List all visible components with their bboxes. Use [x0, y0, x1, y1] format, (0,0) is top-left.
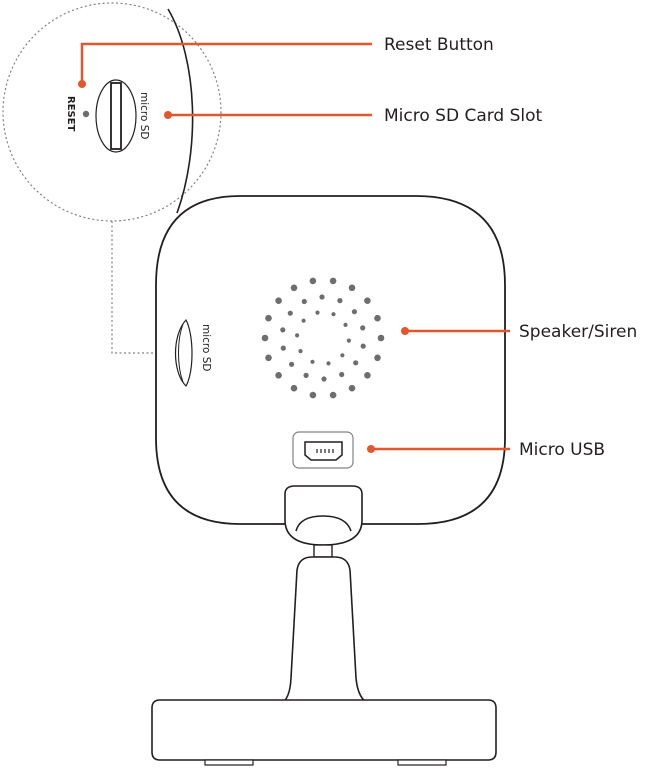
label-speaker-siren: Speaker/Siren: [519, 322, 637, 342]
body-sd-slot: [175, 318, 193, 387]
body-sd-slot-inner: [178, 323, 184, 383]
callout-reset-button: [78, 42, 372, 88]
label-reset-button: Reset Button: [384, 35, 494, 55]
callout-micro-usb: [367, 445, 510, 453]
speaker-hole: [290, 384, 298, 392]
zoom-micro-sd-label: micro SD: [138, 92, 150, 140]
speaker-hole: [348, 284, 356, 292]
micro-usb-port: [304, 441, 343, 461]
speaker-hole: [295, 333, 300, 338]
zoom-connector-line: [111, 221, 164, 354]
speaker-hole: [275, 372, 282, 379]
speaker-hole: [374, 314, 381, 322]
speaker-hole: [331, 312, 336, 317]
hinge-ring: [295, 515, 352, 532]
speaker-hole: [265, 354, 272, 362]
speaker-hole: [337, 298, 343, 304]
callout-sd-card-slot: [164, 111, 372, 119]
speaker-hole: [353, 360, 359, 366]
speaker-hole: [301, 318, 306, 323]
callout-speaker-siren: [401, 327, 510, 335]
speaker-hole: [360, 325, 366, 331]
speaker-hole: [309, 277, 317, 285]
neck: [313, 544, 333, 558]
speaker-hole: [360, 343, 366, 349]
speaker-hole: [261, 334, 269, 342]
speaker-hole: [275, 297, 282, 305]
speaker-hole: [280, 345, 286, 351]
speaker-hole: [364, 297, 371, 305]
zoom-body-edge: [167, 8, 194, 214]
speaker-hole: [326, 361, 331, 366]
speaker-hole: [340, 353, 345, 358]
speaker-hole: [310, 359, 315, 364]
speaker-hole: [329, 277, 337, 285]
body-micro-sd-label: micro SD: [200, 324, 212, 372]
speaker-hole: [374, 354, 381, 362]
stand-base: [151, 699, 497, 761]
speaker-hole: [348, 384, 356, 392]
speaker-hole: [290, 284, 298, 292]
micro-usb-pins: [316, 449, 334, 453]
camera-body: [155, 195, 506, 525]
speaker-hole: [364, 372, 371, 379]
label-sd-card-slot: Micro SD Card Slot: [384, 106, 543, 126]
speaker-hole: [321, 376, 327, 382]
zoom-sd-card-slot: [110, 82, 122, 150]
speaker-grille: [261, 277, 385, 399]
speaker-hole: [309, 391, 317, 399]
speaker-hole: [346, 338, 351, 343]
speaker-hole: [298, 349, 303, 354]
zoom-sd-slot-ellipse: [95, 79, 137, 153]
label-micro-usb: Micro USB: [519, 440, 605, 460]
speaker-hole: [351, 309, 357, 315]
speaker-hole: [287, 310, 293, 316]
speaker-hole: [280, 327, 286, 333]
reset-label: RESET: [65, 96, 76, 132]
speaker-hole: [265, 314, 272, 322]
speaker-hole: [339, 371, 345, 378]
speaker-hole: [343, 322, 348, 327]
base-foot-left: [204, 759, 254, 766]
stand-pillar: [279, 556, 371, 705]
speaker-hole: [315, 310, 320, 315]
micro-usb-housing: [292, 431, 354, 469]
reset-pinhole: [82, 110, 90, 118]
speaker-hole: [303, 372, 309, 378]
base-foot-right: [397, 759, 447, 766]
speaker-hole: [319, 294, 325, 300]
speaker-hole: [329, 391, 337, 399]
speaker-hole: [301, 298, 307, 305]
speaker-hole: [289, 361, 295, 367]
speaker-hole: [377, 334, 385, 342]
